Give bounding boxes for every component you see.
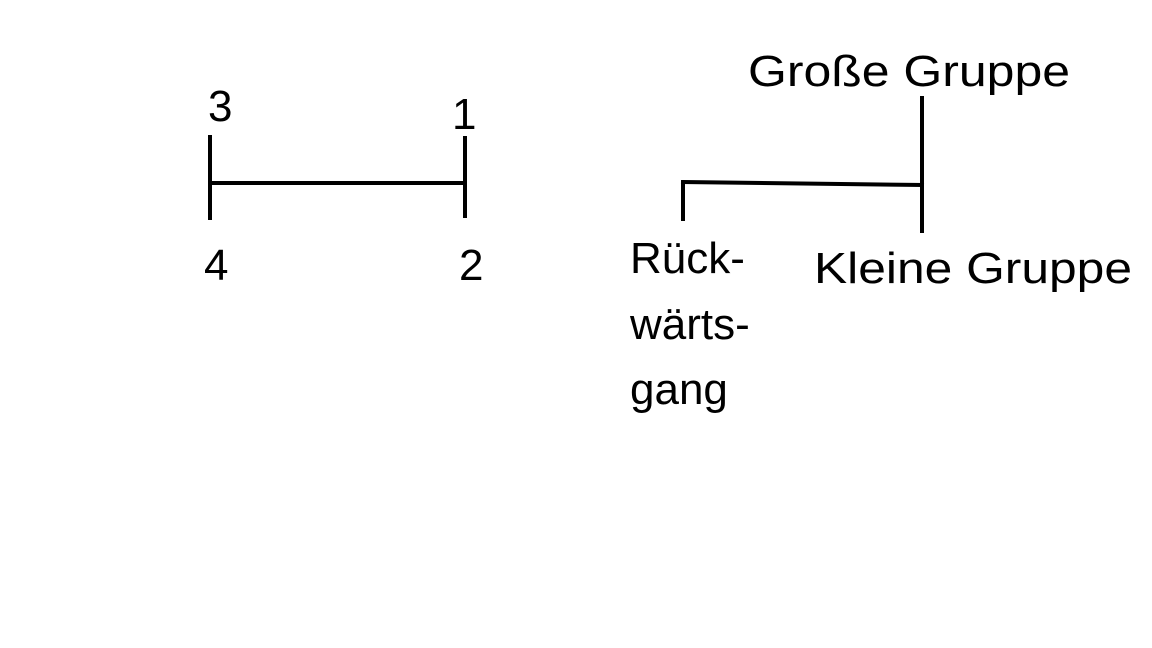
gear-label-1: 1 (452, 90, 476, 139)
label-grosse-gruppe: Große Gruppe (748, 47, 1070, 96)
gear-label-3: 3 (208, 82, 232, 131)
gear-label-2: 2 (459, 241, 483, 290)
label-reverse-line-3: gang (630, 365, 728, 414)
right-shift-pattern: Große Gruppe Kleine Gruppe Rück- wärts- … (629, 47, 1132, 414)
neutral-line-right (680, 179, 925, 188)
label-reverse-line-1: Rück- (630, 234, 745, 283)
label-reverse-line-2: wärts- (629, 300, 750, 349)
left-shift-pattern: 3 1 4 2 (204, 82, 483, 290)
gear-label-4: 4 (204, 241, 228, 290)
label-kleine-gruppe: Kleine Gruppe (814, 244, 1132, 293)
